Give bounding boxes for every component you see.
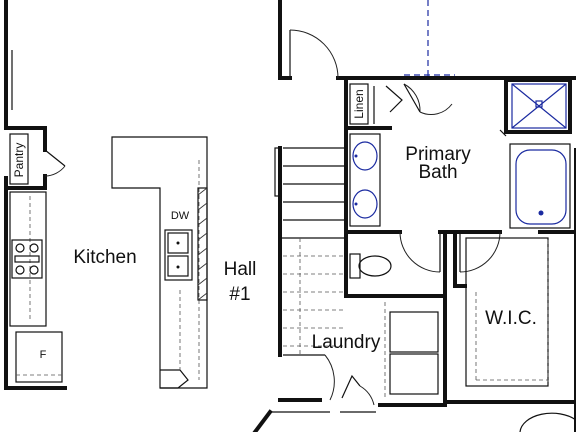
range: [11, 239, 43, 279]
hall-label-line2: #1: [229, 284, 250, 305]
bath-label-line1: Primary: [405, 144, 471, 165]
toilet: [349, 253, 392, 279]
primary-bath: Primary Bath: [349, 78, 572, 273]
linen-label: Linen: [352, 89, 366, 118]
bedroom-door: [289, 0, 455, 79]
bath-label-line2: Bath: [418, 162, 457, 183]
fridge: [15, 331, 63, 383]
laundry-label: Laundry: [312, 332, 381, 353]
hall-label-line1: Hall: [224, 259, 257, 280]
pantry-label: Pantry: [12, 143, 26, 178]
walls: [4, 0, 576, 432]
walk-in-closet: W.I.C.: [465, 237, 549, 387]
linen-closet: Linen: [349, 83, 453, 125]
fridge-label: F: [40, 349, 47, 361]
bottom-right-entry: [270, 411, 576, 432]
kitchen-counters: F: [9, 191, 63, 383]
stairs: [274, 147, 345, 356]
kitchen-label: Kitchen: [73, 247, 136, 268]
dishwasher-label: DW: [171, 210, 190, 222]
kitchen-island: DW: [111, 136, 208, 389]
laundry: Laundry: [283, 302, 439, 406]
wic-label: W.I.C.: [485, 308, 537, 329]
pantry: Pantry: [9, 133, 66, 185]
